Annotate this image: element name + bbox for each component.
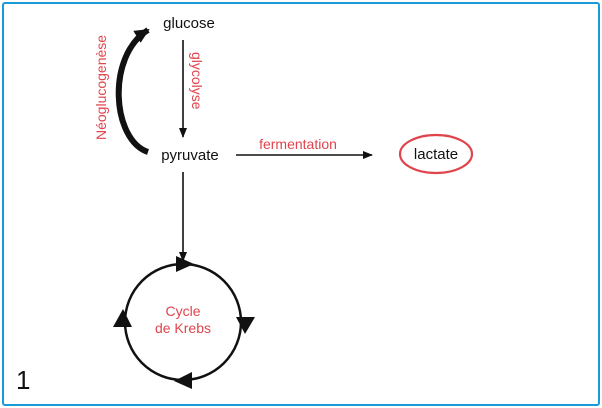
neoglucogenese-label: Néoglucogenèse	[93, 35, 109, 140]
krebs-label-line2: de Krebs	[155, 320, 211, 336]
glucose-label: glucose	[163, 15, 215, 32]
lactate-ellipse	[398, 133, 474, 175]
krebs-arrowhead-right	[236, 317, 255, 334]
pyruvate-label: pyruvate	[161, 147, 219, 164]
figure-number: 1	[16, 365, 30, 395]
krebs-arrowhead-left	[113, 309, 132, 327]
fermentation-label: fermentation	[259, 136, 337, 152]
glycolyse-label: glycolyse	[189, 52, 205, 110]
krebs-arrowhead-top	[176, 256, 194, 272]
krebs-label-line1: Cycle	[165, 303, 200, 319]
neoglucogenese-arrow	[115, 27, 150, 155]
krebs-arrowhead-bottom	[174, 372, 192, 389]
lactate-label: lactate	[414, 146, 458, 163]
